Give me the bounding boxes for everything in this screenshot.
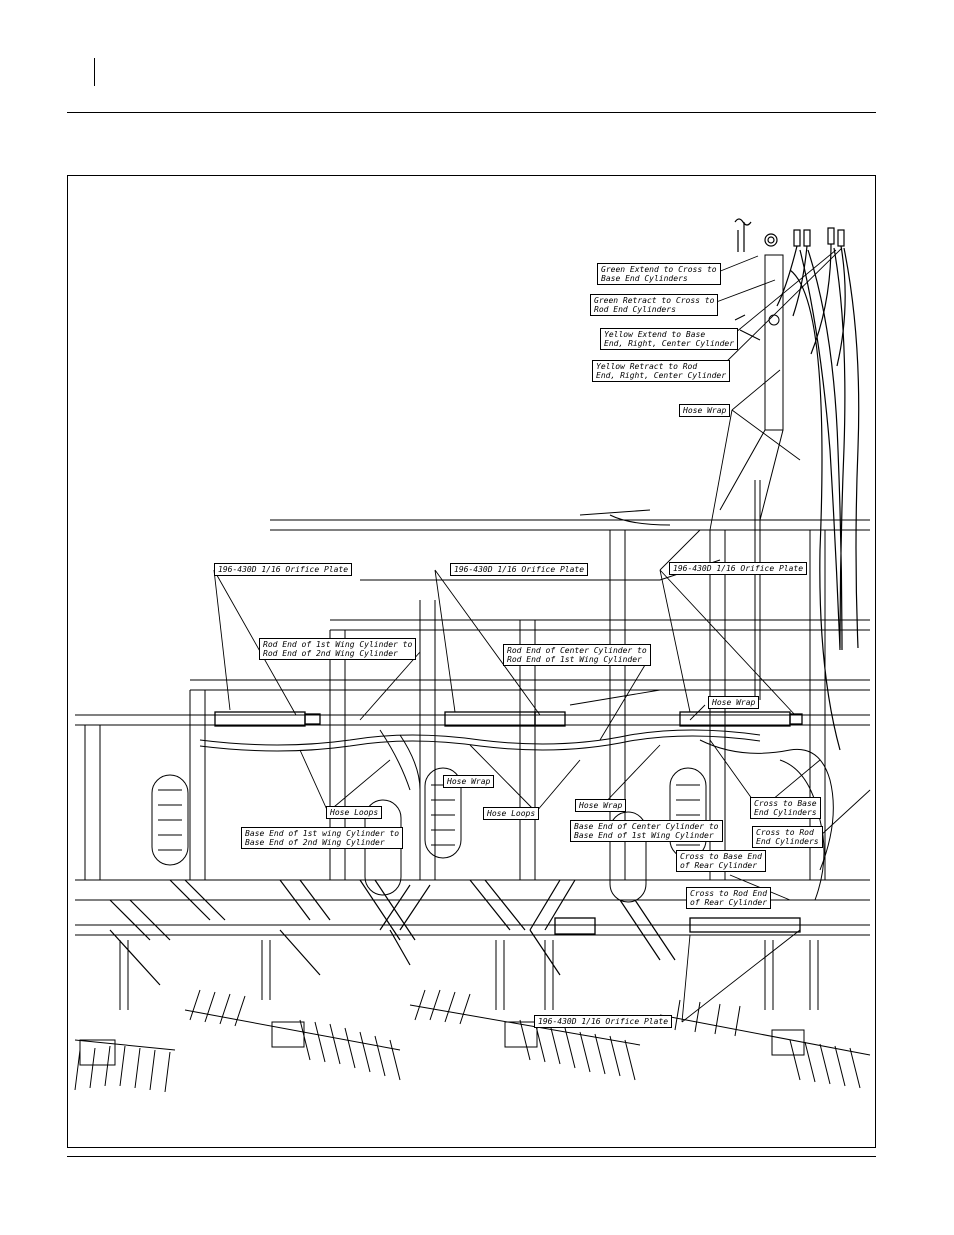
callout-line: Cross to Rod End <box>690 889 768 898</box>
callout-line: Rod End of 1st Wing Cylinder to <box>263 640 413 649</box>
callout-line: End Cylinders <box>756 837 819 846</box>
callout-line: Rod End of 2nd Wing Cylinder <box>263 649 398 658</box>
callout-rod-center: Rod End of Center Cylinder to Rod End of… <box>503 644 651 666</box>
figure-frame <box>67 175 876 1148</box>
callout-line: End, Right, Center Cylinder <box>596 371 727 380</box>
callout-line: of Rear Cylinder <box>690 898 768 907</box>
tongue-frame <box>719 254 784 521</box>
leader-lines <box>213 247 871 1023</box>
callout-line: End, Right, Center Cylinder <box>604 339 735 348</box>
hose-couplers <box>734 218 860 751</box>
callout-line: 196-430D 1/16 Orifice Plate <box>454 565 585 574</box>
callout-line: Hose Loops <box>487 809 536 818</box>
callout-line: Rod End Cylinders <box>594 305 676 314</box>
callout-line: Yellow Extend to Base <box>604 330 706 339</box>
callout-line: Yellow Retract to Rod <box>596 362 698 371</box>
callout-line: Base End of 1st wing Cylinder to <box>245 829 400 838</box>
callout-line: Base End of 1st Wing Cylinder <box>574 831 714 840</box>
callout-line: Base End Cylinders <box>601 274 688 283</box>
header-tick <box>94 58 95 86</box>
callout-orifice-bottom: 196-430D 1/16 Orifice Plate <box>534 1015 673 1028</box>
callout-line: Green Extend to Cross to <box>601 265 717 274</box>
hydraulic-cylinders <box>214 711 803 935</box>
callout-orifice-right: 196-430D 1/16 Orifice Plate <box>669 562 808 575</box>
callout-rod-wing: Rod End of 1st Wing Cylinder to Rod End … <box>259 638 417 660</box>
callout-hose-loops-left: Hose Loops <box>326 806 383 819</box>
callout-hose-loops-mid: Hose Loops <box>483 807 540 820</box>
callout-line: Hose Wrap <box>683 406 727 415</box>
footer-rule <box>67 1156 876 1157</box>
callout-cross-base-rear: Cross to Base End of Rear Cylinder <box>676 850 766 872</box>
spring-tines <box>74 940 871 1093</box>
frame-hoses <box>199 729 834 901</box>
callout-base-wing: Base End of 1st wing Cylinder to Base En… <box>241 827 404 849</box>
callout-line: Base End of 2nd Wing Cylinder <box>245 838 385 847</box>
callout-line: 196-430D 1/16 Orifice Plate <box>673 564 804 573</box>
callout-hose-wrap-top: Hose Wrap <box>679 404 731 417</box>
callout-line: Hose Loops <box>330 808 379 817</box>
callout-line: Base End of Center Cylinder to <box>574 822 719 831</box>
callout-yellow-extend: Yellow Extend to Base End, Right, Center… <box>600 328 739 350</box>
callout-green-extend: Green Extend to Cross to Base End Cylind… <box>597 263 721 285</box>
callout-green-retract: Green Retract to Cross to Rod End Cylind… <box>590 294 719 316</box>
callout-line: Cross to Base End <box>680 852 762 861</box>
callout-base-center: Base End of Center Cylinder to Base End … <box>570 820 723 842</box>
callout-line: Cross to Base <box>754 799 817 808</box>
shank-arms <box>109 879 676 986</box>
callout-hose-wrap-mid: Hose Wrap <box>443 775 495 788</box>
header-rule <box>67 112 876 113</box>
callout-line: of Rear Cylinder <box>680 861 758 870</box>
callout-orifice-left: 196-430D 1/16 Orifice Plate <box>214 563 353 576</box>
callout-cross-base: Cross to Base End Cylinders <box>750 797 821 819</box>
callout-cross-rod-rear: Cross to Rod End of Rear Cylinder <box>686 887 772 909</box>
callout-line: Rod End of 1st Wing Cylinder <box>507 655 642 664</box>
callout-line: Rod End of Center Cylinder to <box>507 646 647 655</box>
callout-hose-wrap-low: Hose Wrap <box>575 799 627 812</box>
callout-line: Cross to Rod <box>756 828 814 837</box>
callout-hose-wrap-right: Hose Wrap <box>708 696 760 709</box>
callout-line: Hose Wrap <box>712 698 756 707</box>
callout-line: End Cylinders <box>754 808 817 817</box>
callout-line: Green Retract to Cross to <box>594 296 715 305</box>
callout-line: Hose Wrap <box>447 777 491 786</box>
callout-line: 196-430D 1/16 Orifice Plate <box>538 1017 669 1026</box>
callout-yellow-retract: Yellow Retract to Rod End, Right, Center… <box>592 360 731 382</box>
callout-cross-rod: Cross to Rod End Cylinders <box>752 826 823 848</box>
callout-line: 196-430D 1/16 Orifice Plate <box>218 565 349 574</box>
callout-orifice-mid: 196-430D 1/16 Orifice Plate <box>450 563 589 576</box>
callout-line: Hose Wrap <box>579 801 623 810</box>
